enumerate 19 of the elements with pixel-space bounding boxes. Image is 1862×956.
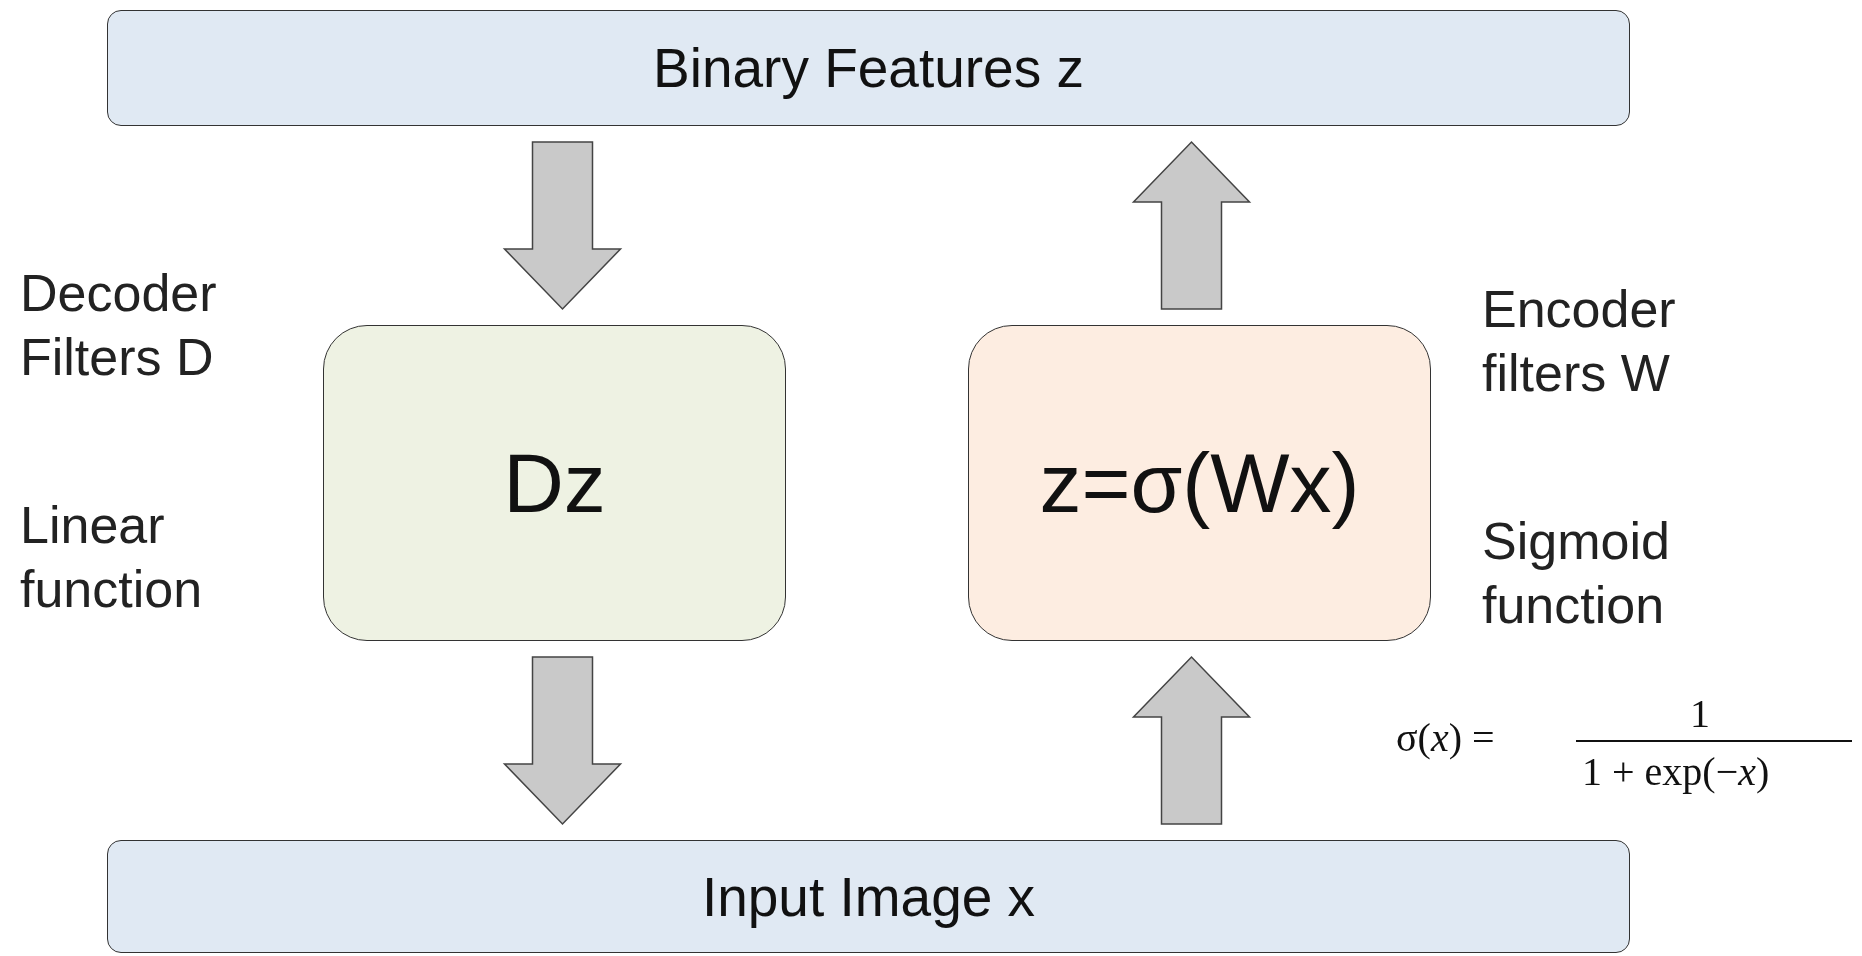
process-box — [323, 325, 786, 641]
formula-text: z=σ(Wx) — [1039, 434, 1360, 532]
formula-text: σ(x) = — [1396, 714, 1495, 761]
denominator: 1 + exp(−x) — [1582, 748, 1770, 795]
layer-box — [107, 10, 1630, 126]
layer-title: Binary Features z — [653, 36, 1084, 100]
filter-label: Decoder Filters D — [20, 263, 218, 388]
block-arrow — [502, 141, 623, 311]
block-arrow — [1131, 140, 1252, 310]
function-label: Linear function — [20, 495, 204, 620]
numerator: 1 — [1690, 690, 1710, 737]
function-label: Sigmoid function — [1482, 511, 1671, 636]
layer-box — [107, 840, 1630, 953]
layer-title: Input Image x — [701, 864, 1036, 929]
filter-label: Encoder filters W — [1482, 279, 1677, 404]
formula-text: Dz — [503, 434, 606, 532]
block-arrow — [502, 656, 623, 826]
block-arrow — [1131, 655, 1252, 825]
process-box — [968, 325, 1431, 641]
